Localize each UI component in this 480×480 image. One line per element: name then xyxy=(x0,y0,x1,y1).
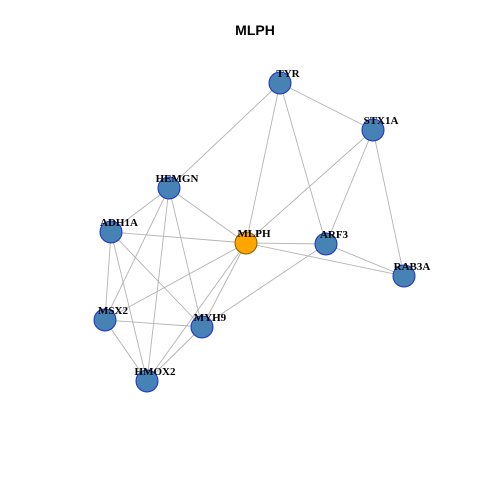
node-mlph[interactable]: MLPH xyxy=(234,228,271,255)
node-circle[interactable] xyxy=(135,369,159,393)
edge-hemgn-hmox2 xyxy=(146,187,170,382)
node-circle[interactable] xyxy=(157,176,181,200)
node-tyr[interactable]: TYR xyxy=(268,68,301,95)
edge-adh1a-myh9 xyxy=(110,231,203,328)
edge-mlph-arf3 xyxy=(245,242,327,245)
edge-adh1a-mlph xyxy=(110,231,247,244)
node-label: RAB3A xyxy=(394,261,431,273)
edge-myh9-hmox2 xyxy=(146,326,203,382)
edge-adh1a-msx2 xyxy=(104,231,112,321)
edge-hemgn-adh1a xyxy=(110,187,170,233)
edge-mlph-rab3a xyxy=(245,242,405,277)
edge-stx1a-arf3 xyxy=(325,129,374,245)
graph-title: MLPH xyxy=(235,22,275,38)
node-arf3[interactable]: ARF3 xyxy=(314,229,349,256)
edge-layer xyxy=(104,82,405,382)
node-label: ARF3 xyxy=(320,229,349,241)
node-rab3a[interactable]: RAB3A xyxy=(392,261,431,288)
edge-tyr-arf3 xyxy=(279,82,327,245)
edge-stx1a-rab3a xyxy=(372,129,405,277)
node-label: MSX2 xyxy=(98,305,128,317)
edge-tyr-mlph xyxy=(245,82,281,244)
edge-tyr-hemgn xyxy=(168,82,281,189)
node-circle[interactable] xyxy=(99,220,123,244)
node-circle[interactable] xyxy=(392,264,416,288)
node-circle[interactable] xyxy=(361,118,385,142)
edge-hemgn-msx2 xyxy=(104,187,170,321)
node-circle[interactable] xyxy=(268,71,292,95)
edge-mlph-myh9 xyxy=(201,242,247,328)
node-stx1a[interactable]: STX1A xyxy=(361,115,399,142)
node-circle[interactable] xyxy=(234,231,258,255)
node-label: HEMGN xyxy=(156,173,199,185)
edge-msx2-myh9 xyxy=(104,319,203,328)
node-label: HMOX2 xyxy=(135,366,176,378)
edge-hemgn-myh9 xyxy=(168,187,203,328)
node-label: STX1A xyxy=(364,115,399,127)
edge-mlph-msx2 xyxy=(104,242,247,321)
edge-arf3-myh9 xyxy=(201,243,327,328)
node-label: MYH9 xyxy=(194,312,227,324)
node-label: MLPH xyxy=(238,228,271,240)
edge-stx1a-mlph xyxy=(245,129,374,244)
node-adh1a[interactable]: ADH1A xyxy=(99,217,138,244)
node-hmox2[interactable]: HMOX2 xyxy=(135,366,176,393)
edge-arf3-rab3a xyxy=(325,243,405,277)
node-circle[interactable] xyxy=(93,308,117,332)
node-msx2[interactable]: MSX2 xyxy=(93,305,128,332)
node-label: ADH1A xyxy=(100,217,138,229)
edge-tyr-stx1a xyxy=(279,82,374,131)
node-circle[interactable] xyxy=(314,232,338,256)
node-myh9[interactable]: MYH9 xyxy=(190,312,227,339)
node-hemgn[interactable]: HEMGN xyxy=(156,173,199,200)
edge-hemgn-mlph xyxy=(168,187,247,244)
edge-mlph-hmox2 xyxy=(146,242,247,382)
node-label: TYR xyxy=(276,68,300,80)
edge-msx2-hmox2 xyxy=(104,319,148,382)
node-circle[interactable] xyxy=(190,315,214,339)
